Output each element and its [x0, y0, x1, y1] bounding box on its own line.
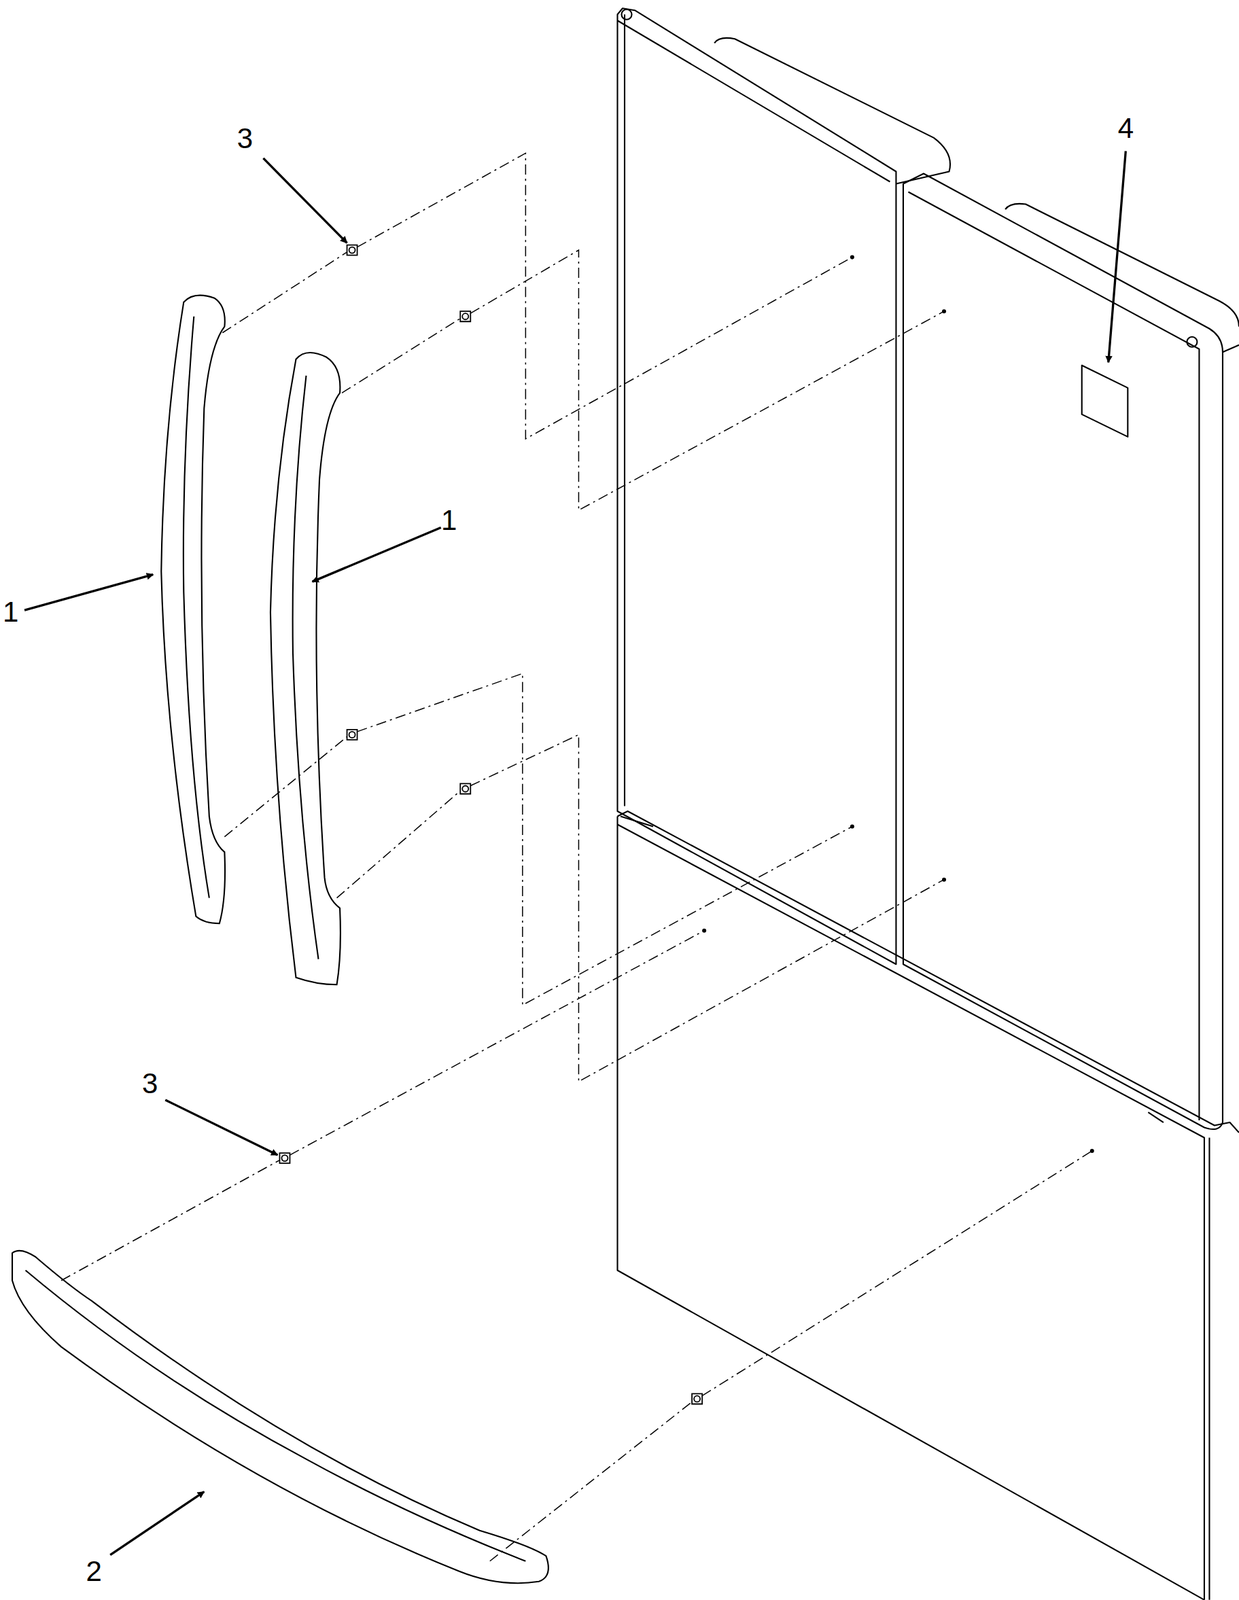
- assembly-line: [341, 250, 945, 511]
- callout-number: 2: [85, 1557, 102, 1587]
- right-door: [903, 173, 1223, 1130]
- mount-hole: [850, 825, 855, 830]
- freezer-drawer: [1208, 1138, 1210, 1600]
- leader-arrow: [165, 1100, 278, 1156]
- callout-number: 1: [2, 598, 19, 627]
- leader-arrow: [312, 528, 442, 583]
- door-edge: [623, 14, 626, 807]
- door-handles: [12, 295, 549, 1585]
- hinge-cover: [714, 38, 951, 185]
- assembly-lines: [61, 152, 1093, 1562]
- screw: [347, 245, 358, 256]
- leader-arrow: [263, 158, 347, 244]
- door-edge: [908, 192, 1199, 1121]
- assembly-line: [224, 673, 853, 1006]
- handle-edge: [292, 375, 319, 960]
- callout-number: 3: [237, 124, 253, 153]
- mount-holes: [702, 255, 1095, 1154]
- assembly-line: [337, 734, 945, 1083]
- refrigerator-body: [617, 8, 1239, 1600]
- freezer-drawer: [617, 825, 1204, 1600]
- callout-number: 1: [441, 506, 457, 535]
- screw: [460, 783, 471, 794]
- mount-hole: [941, 309, 947, 314]
- handle: [12, 1251, 549, 1584]
- door-gap: [620, 816, 1164, 1123]
- assembly-line: [490, 1151, 1093, 1562]
- cabinet-side: [1222, 345, 1239, 353]
- leader-arrow: [1108, 150, 1127, 363]
- mount-hole: [850, 255, 855, 260]
- mount-hole: [702, 929, 707, 934]
- left-door: [617, 8, 896, 965]
- assembly-line: [222, 152, 853, 439]
- leader-arrow: [110, 1492, 204, 1556]
- hinge-pin: [1186, 337, 1197, 348]
- screws: [279, 245, 703, 1405]
- leader-arrows: [24, 150, 1126, 1556]
- callout-number: 3: [142, 1069, 158, 1099]
- mount-hole: [1090, 1149, 1095, 1154]
- handle: [161, 295, 225, 925]
- handle: [270, 352, 341, 985]
- screw: [347, 729, 358, 741]
- screw: [279, 1153, 290, 1164]
- label-sticker: [1082, 365, 1129, 438]
- freezer-drawer: [617, 816, 1204, 1600]
- handle-edge: [25, 1270, 527, 1562]
- assembly-line: [61, 931, 705, 1282]
- hinge-pin: [621, 9, 633, 20]
- leader-arrow: [24, 574, 153, 612]
- handle-edge: [183, 316, 210, 899]
- mount-hole: [941, 878, 947, 883]
- door-edge: [617, 20, 890, 182]
- screw: [460, 311, 471, 322]
- freezer-top: [617, 811, 1239, 1133]
- screw: [691, 1393, 703, 1405]
- callout-number: 4: [1118, 114, 1134, 143]
